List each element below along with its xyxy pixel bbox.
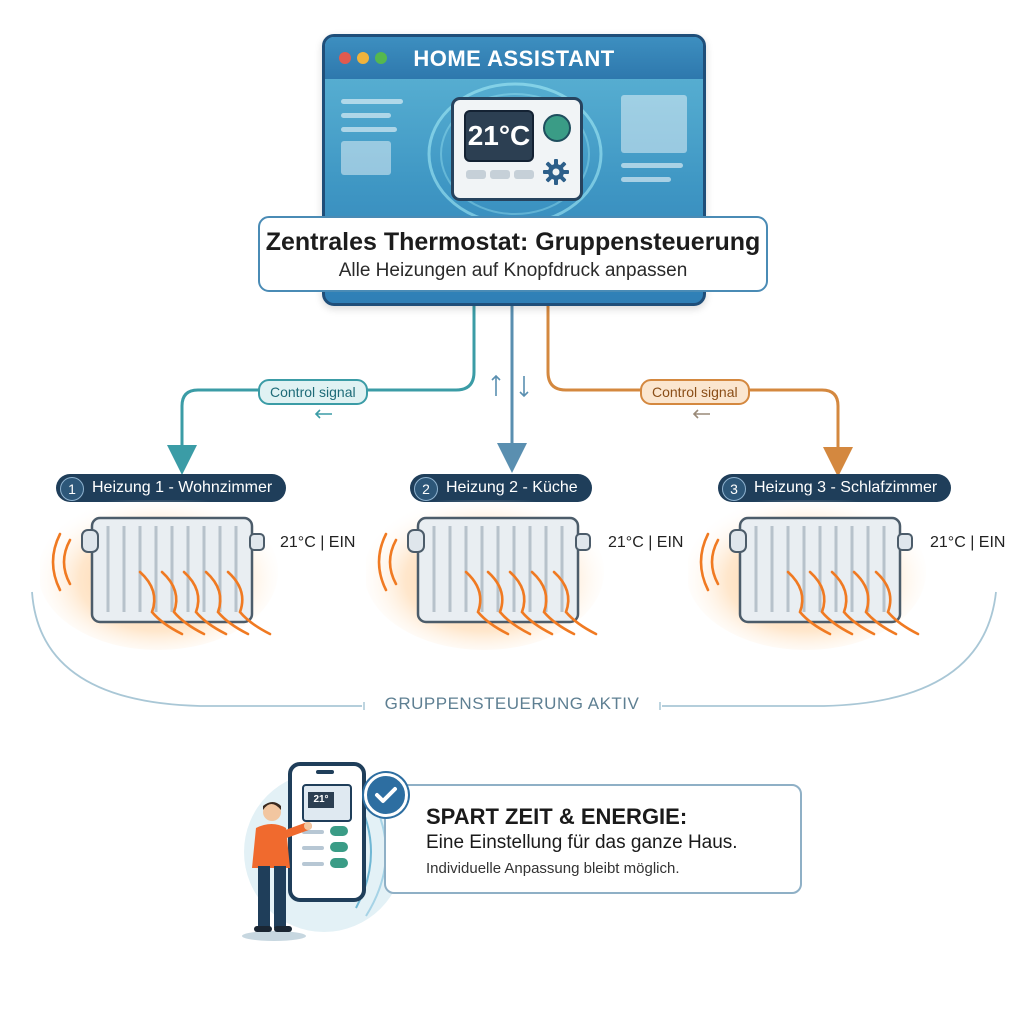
phone-thermostat-widget[interactable]: 21° — [302, 784, 352, 822]
thermostat-display: 21°C — [464, 110, 534, 162]
heater-name: Heizung 1 - Wohnzimmer — [92, 479, 273, 496]
title-callout: Zentrales Thermostat: Gruppensteuerung A… — [258, 216, 768, 292]
heater-name: Heizung 3 - Schlafzimmer — [754, 479, 938, 496]
text-placeholder-line — [621, 177, 671, 182]
text-placeholder-line — [341, 127, 397, 132]
heater-status-3: 21°C | EIN — [930, 534, 1006, 551]
home-assistant-window: HOME ASSISTANT 21°C — [322, 34, 706, 306]
phone-speaker — [316, 770, 334, 774]
heater-label-2[interactable]: 2 Heizung 2 - Küche — [410, 474, 592, 502]
group-arc — [31, 591, 997, 707]
page-subtitle: Alle Heizungen auf Knopfdruck anpassen — [338, 260, 688, 281]
radiator-icon[interactable] — [688, 500, 928, 650]
control-signal-label-left: Control signal — [258, 379, 368, 405]
heater-status-1: 21°C | EIN — [280, 534, 356, 551]
radiator-icon[interactable] — [366, 500, 606, 650]
phone-list-line — [302, 830, 324, 834]
text-placeholder-line — [341, 99, 403, 104]
heater-number-badge: 3 — [722, 477, 746, 501]
direction-arrows — [314, 374, 710, 419]
window-close-dot[interactable] — [339, 52, 351, 64]
panel-placeholder — [341, 141, 391, 175]
page-title: Zentrales Thermostat: Gruppensteuerung — [265, 228, 761, 256]
info-line-primary: Eine Einstellung für das ganze Haus. — [426, 832, 738, 853]
thermostat-button[interactable] — [466, 170, 486, 179]
text-placeholder-line — [341, 113, 391, 118]
window-titlebar: HOME ASSISTANT — [325, 37, 703, 79]
text-placeholder-line — [621, 163, 683, 168]
radiator-icon[interactable] — [40, 500, 280, 650]
info-title: SPART ZEIT & ENERGIE: — [426, 804, 688, 829]
toggle-switch[interactable] — [330, 826, 348, 836]
window-maximize-dot[interactable] — [375, 52, 387, 64]
thermostat-button[interactable] — [490, 170, 510, 179]
heater-number-badge: 2 — [414, 477, 438, 501]
knob-icon[interactable] — [543, 114, 571, 142]
heater-name: Heizung 2 - Küche — [446, 479, 578, 496]
heater-status-2: 21°C | EIN — [608, 534, 684, 551]
toggle-switch[interactable] — [330, 842, 348, 852]
window-title: HOME ASSISTANT — [413, 46, 615, 71]
group-status-label: GRUPPENSTEUERUNG AKTIV — [384, 694, 640, 713]
heater-label-1[interactable]: 1 Heizung 1 - Wohnzimmer — [56, 474, 287, 502]
window-minimize-dot[interactable] — [357, 52, 369, 64]
thermostat-device[interactable]: 21°C — [451, 97, 583, 201]
phone-list-line — [302, 862, 324, 866]
info-card: SPART ZEIT & ENERGIE: Eine Einstellung f… — [384, 784, 802, 894]
thermostat-button[interactable] — [514, 170, 534, 179]
toggle-switch[interactable] — [330, 858, 348, 868]
gear-icon[interactable] — [542, 158, 570, 186]
phone-list-line — [302, 846, 324, 850]
info-line-secondary: Individuelle Anpassung bleibt möglich. — [426, 860, 680, 877]
checkmark-icon — [364, 773, 408, 817]
person-icon — [252, 802, 312, 932]
panel-placeholder — [621, 95, 687, 153]
control-signal-label-right: Control signal — [640, 379, 750, 405]
heater-label-3[interactable]: 3 Heizung 3 - Schlafzimmer — [718, 474, 952, 502]
phone-temperature-display: 21° — [308, 792, 334, 808]
heater-number-badge: 1 — [60, 477, 84, 501]
